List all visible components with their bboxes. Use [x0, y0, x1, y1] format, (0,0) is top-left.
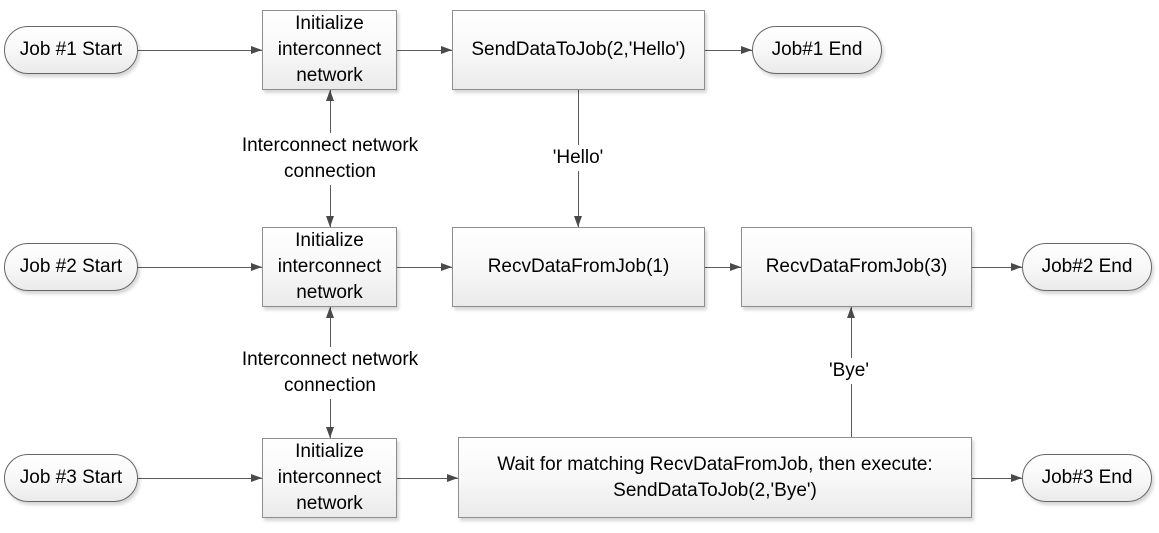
- edge-job3-init-wait: [397, 478, 458, 479]
- edge-job2-start-init: [138, 267, 262, 268]
- node-job1-init-label: Initialize interconnect network: [277, 13, 382, 86]
- node-job2-end-label: Job#2 End: [1041, 256, 1133, 277]
- node-job3-start: Job #3 Start: [4, 454, 138, 502]
- node-job2-start: Job #2 Start: [4, 243, 138, 291]
- node-job2-init-label: Initialize interconnect network: [277, 230, 382, 303]
- node-job1-end-label: Job#1 End: [771, 39, 863, 60]
- edge-job1-start-init-arrowhead: [251, 46, 262, 54]
- edge-job1-start-init: [138, 50, 262, 51]
- node-job3-wait-send: Wait for matching RecvDataFromJob, then …: [458, 437, 972, 518]
- node-job1-send-label: SendDataToJob(2,'Hello'): [471, 39, 686, 60]
- node-job2-start-label: Job #2 Start: [19, 256, 123, 277]
- node-job1-init: Initialize interconnect network: [262, 10, 397, 90]
- node-job2-recv3-label: RecvDataFromJob(3): [765, 256, 948, 277]
- node-job3-init: Initialize interconnect network: [262, 438, 397, 518]
- node-job3-end-label: Job#3 End: [1041, 467, 1133, 488]
- edge-interconnect-1-2-end-arrowhead: [326, 216, 334, 227]
- edge-interconnect-2-3-start-arrowhead: [326, 307, 334, 318]
- edge-job2-recv3-end-arrowhead: [1011, 263, 1022, 271]
- node-job1-send: SendDataToJob(2,'Hello'): [452, 10, 705, 90]
- node-job1-end: Job#1 End: [752, 26, 882, 74]
- edge-bye-end-arrowhead: [847, 307, 855, 318]
- node-job2-recv1: RecvDataFromJob(1): [452, 227, 705, 307]
- edge-job3-wait-end: [972, 478, 1022, 479]
- node-job2-init: Initialize interconnect network: [262, 227, 397, 307]
- edge-interconnect-1-2-start-arrowhead: [326, 90, 334, 101]
- node-job1-start-label: Job #1 Start: [19, 39, 123, 60]
- edge-job3-wait-end-arrowhead: [1011, 474, 1022, 482]
- node-job3-wait-send-label: Wait for matching RecvDataFromJob, then …: [497, 453, 933, 501]
- edge-job2-recv1-recv3: [705, 267, 741, 268]
- node-job1-start: Job #1 Start: [4, 26, 138, 74]
- edge-job2-init-recv1-arrowhead: [441, 263, 452, 271]
- edge-job3-start-init-arrowhead: [251, 474, 262, 482]
- edge-bye-label: 'Bye': [825, 358, 873, 384]
- edge-interconnect-2-3-end-arrowhead: [326, 427, 334, 438]
- node-job3-start-label: Job #3 Start: [19, 467, 123, 488]
- edge-hello-end-arrowhead: [574, 216, 582, 227]
- edge-job1-send-end-arrowhead: [741, 46, 752, 54]
- node-job2-end: Job#2 End: [1022, 243, 1152, 291]
- edge-job2-recv1-recv3-arrowhead: [730, 263, 741, 271]
- edge-job1-init-send-arrowhead: [441, 46, 452, 54]
- node-job3-init-label: Initialize interconnect network: [277, 441, 382, 514]
- node-job2-recv1-label: RecvDataFromJob(1): [487, 256, 670, 277]
- node-job2-recv3: RecvDataFromJob(3): [741, 227, 972, 307]
- edge-job1-init-send: [397, 50, 452, 51]
- edge-job2-init-recv1: [397, 267, 452, 268]
- edge-hello-label: 'Hello': [548, 145, 608, 171]
- edge-job2-recv3-end: [972, 267, 1022, 268]
- edge-job3-start-init: [138, 478, 262, 479]
- edge-interconnect-2-3-label: Interconnect network connection: [237, 347, 423, 399]
- edge-job1-send-end: [705, 50, 752, 51]
- node-job3-end: Job#3 End: [1022, 454, 1152, 502]
- edge-job3-init-wait-arrowhead: [447, 474, 458, 482]
- edge-job2-start-init-arrowhead: [251, 263, 262, 271]
- edge-interconnect-1-2-label: Interconnect network connection: [237, 133, 423, 185]
